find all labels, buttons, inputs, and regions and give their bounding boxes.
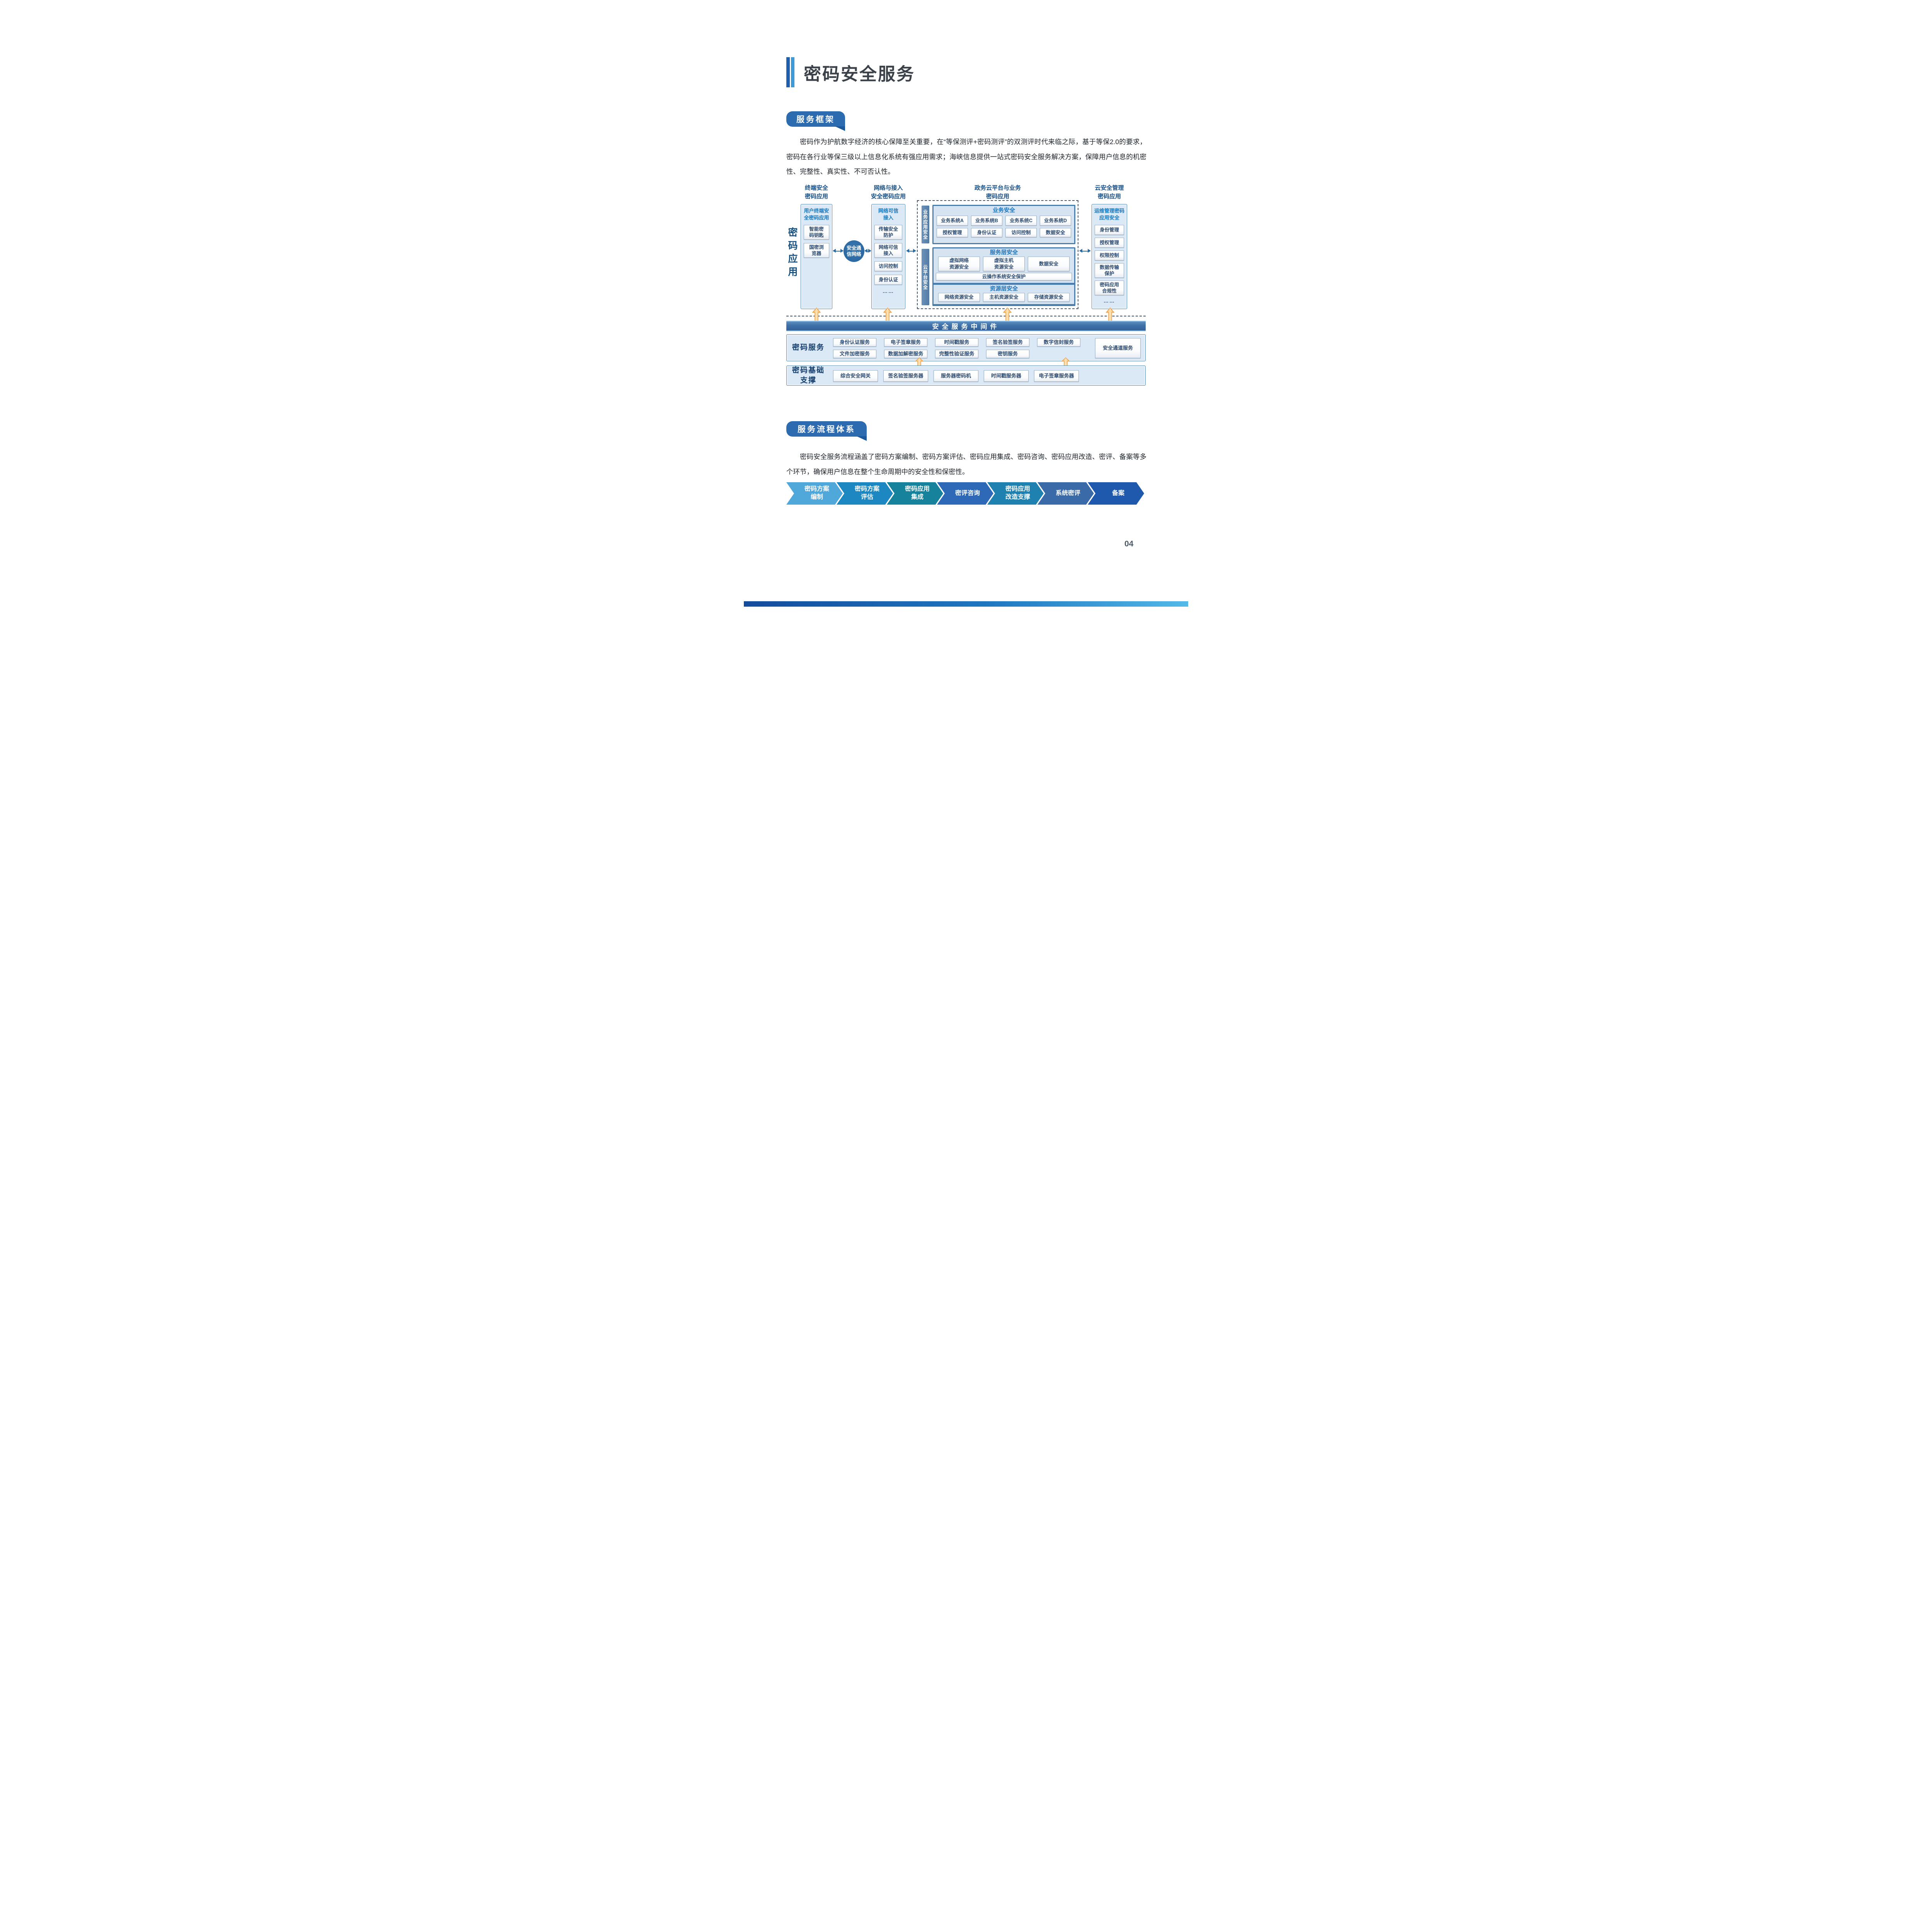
page-title: 密码安全服务 <box>804 64 915 84</box>
ellipsis-text: …… <box>883 288 894 294</box>
service-layer-box: 数据安全 <box>1028 257 1070 271</box>
business-security-panel: 业务安全 业务系统A 业务系统B 业务系统C 业务系统D 授权管理 身份认证 访… <box>932 205 1075 244</box>
double-arrow-icon <box>864 249 871 253</box>
secure-channel-service-box: 安全通道服务 <box>1095 338 1141 358</box>
terminal-column-title: 用户终端安 全密码应用 <box>804 208 829 221</box>
process-step-chevron: 密码方案 评估 <box>837 482 893 505</box>
terminal-item: 智能密 码钥匙 <box>804 225 829 240</box>
service-box: 数据加解密服务 <box>884 350 927 358</box>
double-arrow-icon <box>906 249 916 253</box>
ellipsis-text: …… <box>1104 298 1115 304</box>
infrastructure-box: 电子签章服务器 <box>1034 370 1079 382</box>
process-flow: 密码方案 编制 密码方案 评估 密码应用 集成 密评咨询 密码应用 改造支撑 系… <box>786 482 1144 505</box>
ops-item: 权限控制 <box>1095 250 1124 261</box>
crypto-services-panel: 密码服务 身份认证服务 电子签章服务 时间戳服务 签名验签服务 数字信封服务 文… <box>786 334 1146 361</box>
column-header-govcloud: 政务云平台与业务 密码应用 <box>974 185 1021 200</box>
network-item: 身份认证 <box>874 275 902 285</box>
terminal-item: 国密浏 览器 <box>804 243 829 258</box>
service-layer-box: 虚拟主机 资源安全 <box>983 257 1025 271</box>
framework-paragraph: 密码作为护航数字经济的核心保障至关重要，在“等保测评+密码测评”的双测评时代来临… <box>786 138 1146 175</box>
secure-comm-network-ellipse: 安全通 信网络 <box>844 240 864 262</box>
business-control-box: 身份认证 <box>971 228 1002 237</box>
double-arrow-icon <box>833 249 844 253</box>
resource-layer-box: 网络资源安全 <box>938 293 980 302</box>
resource-layer-panel: 资源层安全 网络资源安全 主机资源安全 存储资源安全 <box>934 285 1074 304</box>
section-badge-framework: 服务框架 <box>786 111 845 131</box>
network-item: 访问控制 <box>874 261 902 272</box>
network-item: 网络可信 接入 <box>874 243 902 258</box>
app-security-strip: 业务应用安全 <box>922 206 929 243</box>
infrastructure-box: 签名验签服务器 <box>883 370 928 382</box>
document-page: 密码安全服务 服务框架 密码作为护航数字经济的核心保障至关重要，在“等保测评+密… <box>744 0 1188 607</box>
column-header-cloudsec: 云安全管理 密码应用 <box>1095 185 1124 200</box>
crypto-infrastructure-label: 密码基础 支撑 <box>792 366 825 384</box>
left-axis-label: 密码应用 <box>787 227 798 280</box>
terminal-column-panel: 用户终端安 全密码应用 智能密 码钥匙 国密浏 览器 <box>801 204 832 309</box>
section-badge-process: 服务流程体系 <box>786 421 867 441</box>
service-box: 电子签章服务 <box>884 338 927 347</box>
crypto-infrastructure-panel: 密码基础 支撑 综合安全网关 签名验签服务器 服务器密码机 时间戳服务器 电子签… <box>786 366 1146 386</box>
column-header-terminal: 终端安全 密码应用 <box>804 185 828 200</box>
ops-item: 身份管理 <box>1095 225 1124 235</box>
process-step-chevron: 密码应用 集成 <box>887 482 943 505</box>
process-paragraph: 密码安全服务流程涵盖了密码方案编制、密码方案评估、密码应用集成、密码咨询、密码应… <box>786 453 1146 476</box>
service-box: 文件加密服务 <box>833 350 876 358</box>
infrastructure-box: 服务器密码机 <box>934 370 978 382</box>
ops-item: 密码应用 合规性 <box>1095 281 1124 296</box>
service-box: 身份认证服务 <box>833 338 876 347</box>
bottom-gradient-bar <box>744 601 1188 607</box>
title-accent-bar-dark <box>786 57 790 87</box>
page-number: 04 <box>1124 539 1134 548</box>
cloud-os-protection-box: 云操作系统安全保护 <box>936 273 1072 281</box>
badge-fold-decoration <box>857 436 867 441</box>
double-arrow-icon <box>1079 249 1091 253</box>
service-box: 密钥服务 <box>986 350 1029 358</box>
network-item: 传输安全 防护 <box>874 225 902 240</box>
section-badge-process-label: 服务流程体系 <box>798 425 855 434</box>
business-control-box: 授权管理 <box>937 228 968 237</box>
crypto-services-label: 密码服务 <box>792 344 825 352</box>
infrastructure-box: 综合安全网关 <box>833 370 878 382</box>
ops-column-title: 运维管理密码 应用安全 <box>1094 208 1124 221</box>
service-layer-box: 虚拟网络 资源安全 <box>938 257 980 271</box>
resource-layer-box: 存储资源安全 <box>1028 293 1070 302</box>
network-column-panel: 网络可信 接入 传输安全 防护 网络可信 接入 访问控制 身份认证 …… <box>871 204 905 309</box>
resource-layer-box: 主机资源安全 <box>983 293 1025 302</box>
business-system-box: 业务系统A <box>937 216 968 226</box>
title-accent-bar-light <box>791 57 794 87</box>
service-box: 完整性验证服务 <box>935 350 978 358</box>
column-header-network: 网络与接入 安全密码应用 <box>871 185 906 200</box>
service-box: 签名验签服务 <box>986 338 1029 347</box>
service-layer-panel: 服务层安全 虚拟网络 资源安全 虚拟主机 资源安全 数据安全 云操作系统安全保护 <box>934 248 1074 283</box>
ops-item: 数据传输 保护 <box>1095 263 1124 278</box>
process-step-chevron: 密码应用 改造支撑 <box>987 482 1044 505</box>
middleware-bar: 安全服务中间件 <box>786 321 1146 331</box>
section-badge-framework-label: 服务框架 <box>796 115 835 124</box>
process-step-chevron: 密评咨询 <box>937 482 993 505</box>
process-step-chevron: 系统密评 <box>1037 482 1094 505</box>
service-box: 数字信封服务 <box>1037 338 1080 347</box>
title-block: 密码安全服务 <box>786 57 915 87</box>
business-control-box: 访问控制 <box>1005 228 1037 237</box>
cloud-platform-panel: 服务层安全 虚拟网络 资源安全 虚拟主机 资源安全 数据安全 云操作系统安全保护… <box>932 247 1075 306</box>
badge-fold-decoration <box>835 126 845 131</box>
process-step-chevron: 备案 <box>1088 482 1144 505</box>
cloud-platform-strip: 云平台安全 <box>922 249 929 305</box>
business-system-box: 业务系统B <box>971 216 1002 226</box>
ops-column-panel: 运维管理密码 应用安全 身份管理 授权管理 权限控制 数据传输 保护 密码应用 … <box>1092 204 1127 309</box>
resource-layer-title: 资源层安全 <box>990 286 1018 292</box>
business-system-box: 业务系统C <box>1005 216 1037 226</box>
service-layer-title: 服务层安全 <box>990 250 1018 256</box>
business-security-title: 业务安全 <box>993 207 1015 214</box>
business-control-box: 数据安全 <box>1040 228 1071 237</box>
gov-cloud-dashed-box: 业务应用安全 业务安全 业务系统A 业务系统B 业务系统C 业务系统D 授权管理… <box>917 200 1078 309</box>
business-system-box: 业务系统D <box>1040 216 1071 226</box>
service-box: 时间戳服务 <box>935 338 978 347</box>
network-column-title: 网络可信 接入 <box>878 208 898 221</box>
architecture-diagram: 终端安全 密码应用 网络与接入 安全密码应用 政务云平台与业务 密码应用 云安全… <box>786 182 1146 388</box>
process-step-chevron: 密码方案 编制 <box>786 482 843 505</box>
secure-comm-network-label: 安全通 信网络 <box>847 245 861 257</box>
ops-item: 授权管理 <box>1095 238 1124 248</box>
infrastructure-box: 时间戳服务器 <box>984 370 1029 382</box>
